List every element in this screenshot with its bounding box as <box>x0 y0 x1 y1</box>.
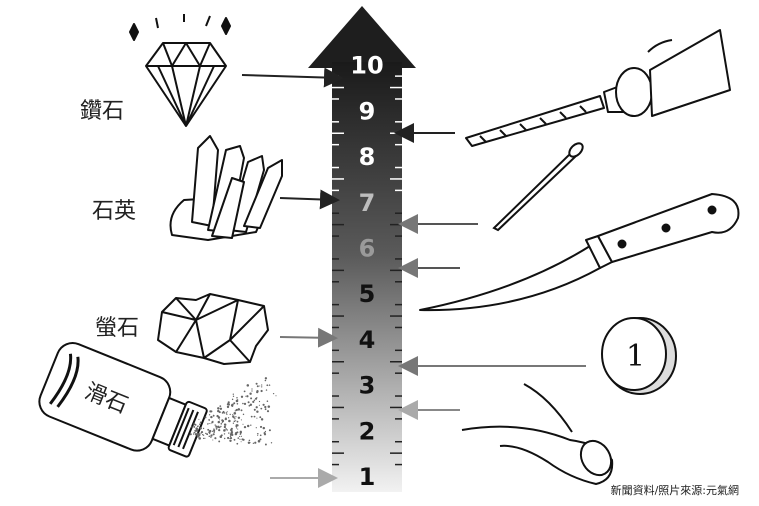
powder-spray <box>189 377 277 446</box>
scale-number-10: 10 <box>350 52 383 80</box>
scale-number-4: 4 <box>359 326 376 354</box>
scale-numbers: 1 2 3 4 5 6 7 8 9 10 <box>350 52 383 491</box>
scale-number-1: 1 <box>359 463 376 491</box>
talc-powder-bottle-icon: 滑石 <box>38 342 277 458</box>
scale-number-5: 5 <box>359 280 376 308</box>
svg-text:1: 1 <box>626 339 645 374</box>
mineral-label-diamond: 鑽石 <box>80 99 124 124</box>
quartz-crystal-icon <box>169 135 283 241</box>
arrow-diamond <box>241 67 344 88</box>
diamond-icon <box>129 14 231 127</box>
scale-number-9: 9 <box>359 97 376 125</box>
hardness-scale: 1 2 3 4 5 6 7 8 9 10 <box>308 6 416 492</box>
scale-number-6: 6 <box>359 235 376 263</box>
scale-number-7: 7 <box>359 189 376 217</box>
drill-bit-icon <box>465 29 731 147</box>
mineral-label-quartz: 石英 <box>92 199 136 224</box>
fingernail-icon <box>461 383 614 485</box>
nail-icon <box>492 142 584 232</box>
mineral-label-fluorite: 螢石 <box>95 316 139 341</box>
arrow-fluorite <box>279 327 338 348</box>
scale-number-8: 8 <box>359 143 376 171</box>
fluorite-rock-icon <box>157 293 269 365</box>
coin-icon: 1 <box>601 317 677 395</box>
scale-arrow-head <box>308 6 416 68</box>
scale-number-3: 3 <box>359 372 376 400</box>
knife-icon <box>419 193 740 312</box>
arrow-quartz <box>279 189 340 210</box>
scale-number-2: 2 <box>359 417 376 445</box>
photo-credit: 新聞資料/照片來源:元氣網 <box>610 484 739 497</box>
